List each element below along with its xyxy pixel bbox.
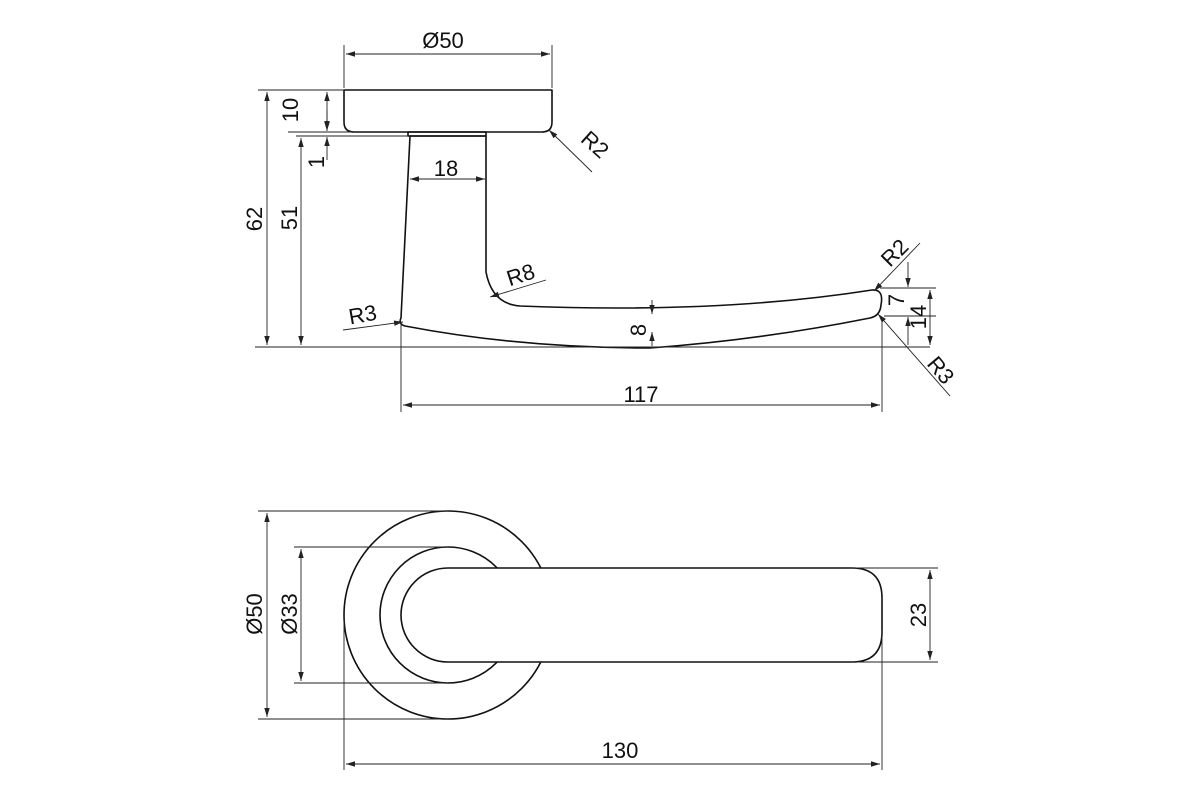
leader-rose-radius [548,129,593,173]
label-tip-thickness: 7 [884,294,909,306]
label-overall-length: 130 [602,738,639,763]
label-gap: 1 [304,156,329,168]
top-view: Ø50 Ø33 23 130 [242,510,938,770]
label-heel-radius: R3 [347,300,379,330]
label-top-inner-diameter: Ø33 [277,593,302,635]
label-tip-bottom-radius: R3 [922,351,959,389]
side-view: Ø50 10 1 62 51 18 R2 R8 R3 R2 R3 [242,28,959,412]
label-projection: 117 [623,382,658,407]
label-total-height: 62 [242,207,267,231]
rose-plate [343,89,553,133]
label-top-rose-diameter: Ø50 [242,593,267,635]
label-lever-height: 51 [277,206,302,230]
leader-heel-radius [342,320,404,331]
label-rose-thickness: 10 [278,98,303,122]
lever-grip [400,567,883,663]
label-grip-width: 23 [906,603,931,627]
leader-inner-radius [489,279,547,298]
label-neck-width: 18 [434,156,458,181]
label-rose-radius: R2 [576,126,614,163]
label-rose-diameter: Ø50 [422,28,464,53]
leader-tip-bottom-radius [877,313,951,397]
label-grip-thickness: 8 [626,324,651,336]
lever-body [399,135,883,349]
leader-tip-top-radius [873,242,921,292]
label-inner-radius: R8 [503,259,537,291]
label-tip-height: 14 [906,305,931,329]
